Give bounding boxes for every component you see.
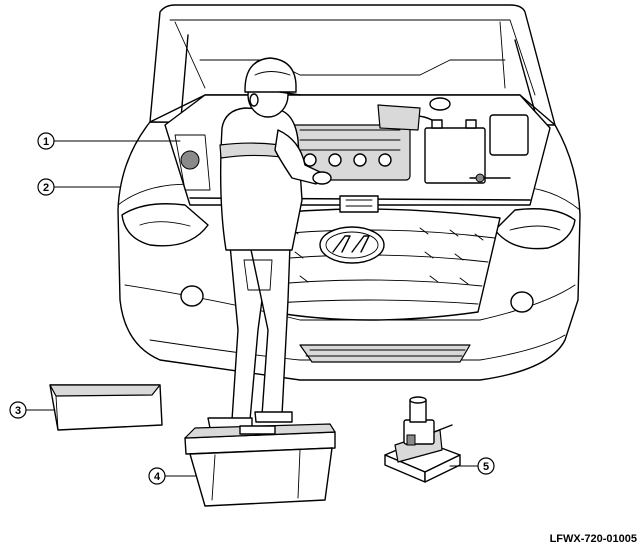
hydraulic-jack — [384, 396, 461, 483]
callout-5: 5 — [449, 457, 495, 475]
svg-text:1: 1 — [43, 136, 49, 148]
right-headlamp — [494, 208, 576, 250]
brand-emblem — [319, 226, 385, 264]
fender-cover — [49, 384, 163, 431]
callout-3: 3 — [9, 401, 56, 419]
callout-1: 1 — [37, 132, 181, 150]
callout-4: 4 — [148, 467, 197, 485]
left-headlamp — [121, 203, 209, 247]
svg-text:4: 4 — [154, 471, 161, 483]
svg-text:3: 3 — [15, 405, 21, 417]
lower-intake — [299, 344, 471, 363]
svg-text:5: 5 — [483, 461, 489, 473]
left-fog-lamp — [180, 285, 204, 307]
svg-text:2: 2 — [43, 182, 49, 194]
right-fog-lamp — [510, 291, 534, 313]
figure-code: LFWX-720-01005 — [550, 533, 637, 545]
car — [117, 4, 581, 381]
tool-box — [184, 423, 336, 507]
callout-2: 2 — [37, 178, 121, 196]
